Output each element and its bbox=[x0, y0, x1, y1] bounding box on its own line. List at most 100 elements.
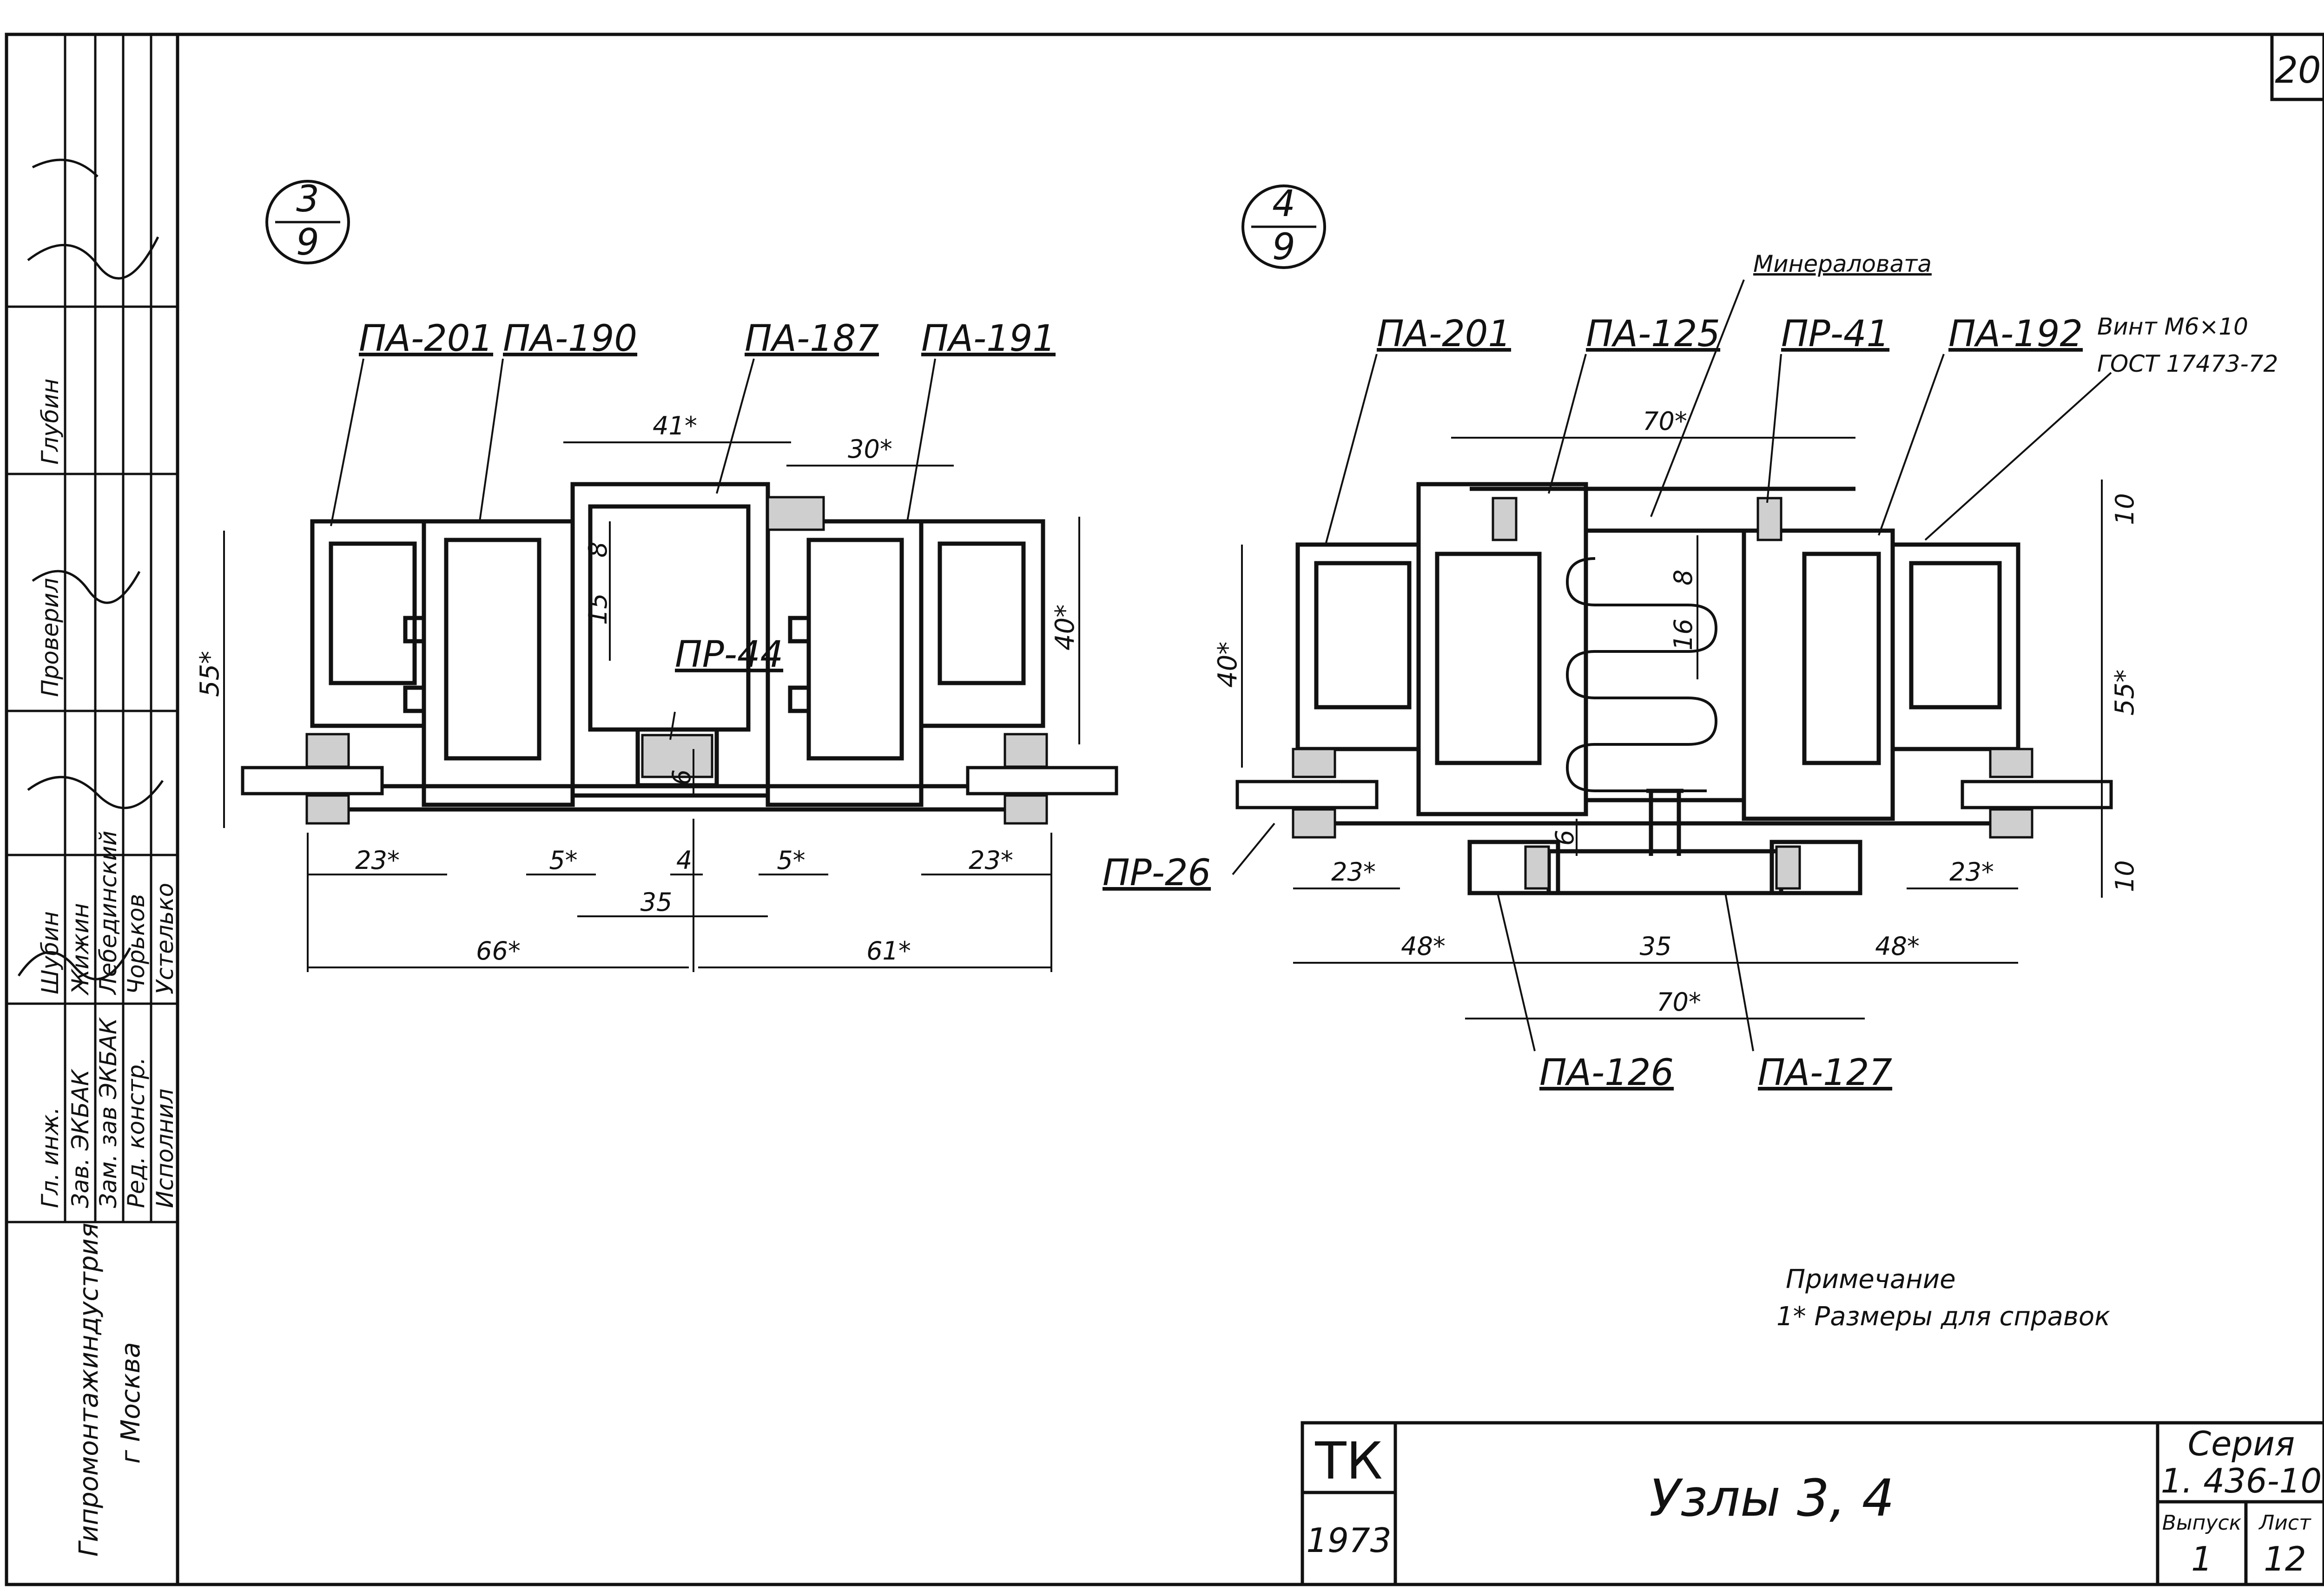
name-4: Чорьков bbox=[123, 894, 150, 994]
name-2: Жижин bbox=[67, 903, 94, 996]
dim-a-8: 8 bbox=[583, 542, 613, 558]
note-text: 1* Размеры для справок bbox=[1776, 1302, 2110, 1332]
pr44-seal bbox=[641, 734, 713, 778]
glass-right bbox=[966, 766, 1118, 796]
label-pr26-b: ПР-26 bbox=[1103, 852, 1211, 894]
dim-a-66: 66* bbox=[476, 936, 521, 966]
role-2: Зав. ЭКБАК bbox=[67, 1068, 94, 1208]
node-a-seals bbox=[305, 496, 1048, 825]
node-b-leaders bbox=[1232, 279, 2112, 1052]
dim-a-23-right: 23* bbox=[969, 846, 1013, 875]
dim-a-61: 61* bbox=[866, 936, 911, 966]
dim-a-40: 40* bbox=[1050, 605, 1080, 651]
note-title: Примечание bbox=[1786, 1264, 1956, 1295]
tb-title: Узлы 3, 4 bbox=[1649, 1468, 1895, 1528]
dim-a-5-right: 5* bbox=[777, 846, 805, 875]
pa126-right bbox=[1769, 840, 1862, 895]
title-block bbox=[1301, 1421, 2324, 1586]
dim-b-70-bottom: 70* bbox=[1657, 987, 1701, 1017]
role-5: Исполнил bbox=[152, 1089, 178, 1208]
tb-issue-label: Выпуск bbox=[2162, 1511, 2242, 1535]
dim-b-70-top: 70* bbox=[1643, 407, 1687, 436]
node-b-mark-bottom: 9 bbox=[1272, 226, 1295, 268]
label-pr44-a: ПР-44 bbox=[675, 634, 783, 676]
tb-issue: 1 bbox=[2191, 1539, 2212, 1578]
org-name: Гипромонтажиндустрия bbox=[74, 1223, 104, 1557]
node-b-dimensions bbox=[1241, 437, 2103, 1019]
dim-a-41: 41* bbox=[653, 411, 697, 440]
pa191-profile bbox=[766, 519, 924, 807]
dim-b-40: 40* bbox=[1213, 642, 1243, 688]
tb-year: 1973 bbox=[1306, 1521, 1391, 1560]
node-b-mark-top: 4 bbox=[1272, 183, 1295, 225]
label-pa191-a: ПА-191 bbox=[921, 318, 1056, 360]
pr41-top-right bbox=[1756, 497, 1783, 541]
checked-label: Проверил bbox=[37, 578, 64, 697]
dim-b-8: 8 bbox=[1669, 570, 1698, 585]
dim-a-15: 15 bbox=[583, 593, 613, 625]
sheet-number: 20 bbox=[2275, 50, 2321, 92]
label-pa190-a: ПА-190 bbox=[503, 318, 637, 360]
label-screw: Винт М6×10 bbox=[2097, 313, 2248, 340]
glass-left bbox=[241, 766, 384, 796]
pa126-left bbox=[1467, 840, 1560, 895]
label-pa201-b: ПА-201 bbox=[1377, 313, 1511, 355]
dim-b-6: 6 bbox=[1550, 830, 1579, 846]
glass-b-left bbox=[1235, 780, 1379, 809]
pa192-profile bbox=[1742, 528, 1895, 821]
side-stamp bbox=[7, 34, 178, 1223]
tb-series: 1. 436-10 bbox=[2161, 1461, 2322, 1500]
checked-name: Глубин bbox=[37, 379, 64, 465]
node-a-glass bbox=[241, 766, 1118, 796]
label-pa125-b: ПА-125 bbox=[1586, 313, 1720, 355]
dim-b-48-right: 48* bbox=[1875, 932, 1920, 961]
node-b-mark: 4 9 bbox=[1241, 183, 1326, 269]
label-pa187-a: ПА-187 bbox=[745, 318, 879, 360]
dim-b-23-left: 23* bbox=[1331, 857, 1376, 887]
name-5: Устелько bbox=[152, 883, 178, 994]
role-4: Ред. констр. bbox=[123, 1057, 150, 1208]
label-pr41-b: ПР-41 bbox=[1781, 313, 1889, 355]
dim-a-5-left: 5* bbox=[549, 846, 577, 875]
mineral-wool bbox=[1565, 557, 1718, 792]
dim-b-16: 16 bbox=[1669, 618, 1698, 651]
name-3: Лебединский bbox=[95, 831, 122, 995]
node-a-dimensions bbox=[223, 441, 1080, 972]
role-3: Зам. зав ЭКБАК bbox=[95, 1017, 122, 1208]
tb-series-label: Серия bbox=[2188, 1424, 2295, 1463]
dim-a-4: 4 bbox=[676, 846, 692, 875]
node-b-seals bbox=[1292, 497, 2034, 890]
side-stamp-text: Гипромонтажиндустрия г Москва Гл. инж. З… bbox=[17, 158, 178, 1557]
pa127-profile bbox=[1546, 849, 1783, 895]
node-a-mark: 3 9 bbox=[265, 178, 350, 264]
sheet-frame bbox=[5, 33, 2324, 1586]
label-screw-gost: ГОСТ 17473-72 bbox=[2097, 350, 2278, 377]
node-b-profiles bbox=[1295, 482, 2020, 895]
label-mineral-wool: Минераловата bbox=[1753, 250, 1932, 277]
node-a-mark-top: 3 bbox=[296, 178, 319, 220]
dim-b-10-top: 10 bbox=[2110, 493, 2139, 525]
dim-b-35: 35 bbox=[1640, 932, 1672, 961]
pa201-right-profile bbox=[919, 519, 1045, 728]
dim-b-10-bottom: 10 bbox=[2110, 860, 2139, 892]
node-a-mark-bottom: 9 bbox=[296, 222, 319, 263]
note: Примечание 1* Размеры для справок bbox=[1776, 1264, 2110, 1332]
signature-marks bbox=[17, 158, 164, 980]
node-a: 3 9 bbox=[195, 178, 1118, 972]
dim-a-6: 6 bbox=[667, 769, 696, 785]
label-pa126-b: ПА-126 bbox=[1539, 1052, 1674, 1094]
pr41-top-left bbox=[1492, 497, 1518, 541]
tb-sheet-label: Лист bbox=[2258, 1511, 2311, 1535]
node-b-glass bbox=[1235, 780, 2113, 809]
node-a-leaders bbox=[330, 358, 936, 740]
node-a-profiles bbox=[310, 482, 1045, 812]
dim-a-30: 30* bbox=[848, 434, 892, 464]
dim-a-35: 35 bbox=[640, 888, 673, 917]
dim-b-55: 55* bbox=[2110, 670, 2140, 716]
label-pa192-b: ПА-192 bbox=[1948, 313, 2083, 355]
role-1: Гл. инж. bbox=[37, 1107, 64, 1208]
dim-a-55: 55* bbox=[195, 651, 225, 697]
node-b: 4 9 bbox=[1103, 183, 2278, 1094]
org-city: г Москва bbox=[116, 1342, 146, 1464]
